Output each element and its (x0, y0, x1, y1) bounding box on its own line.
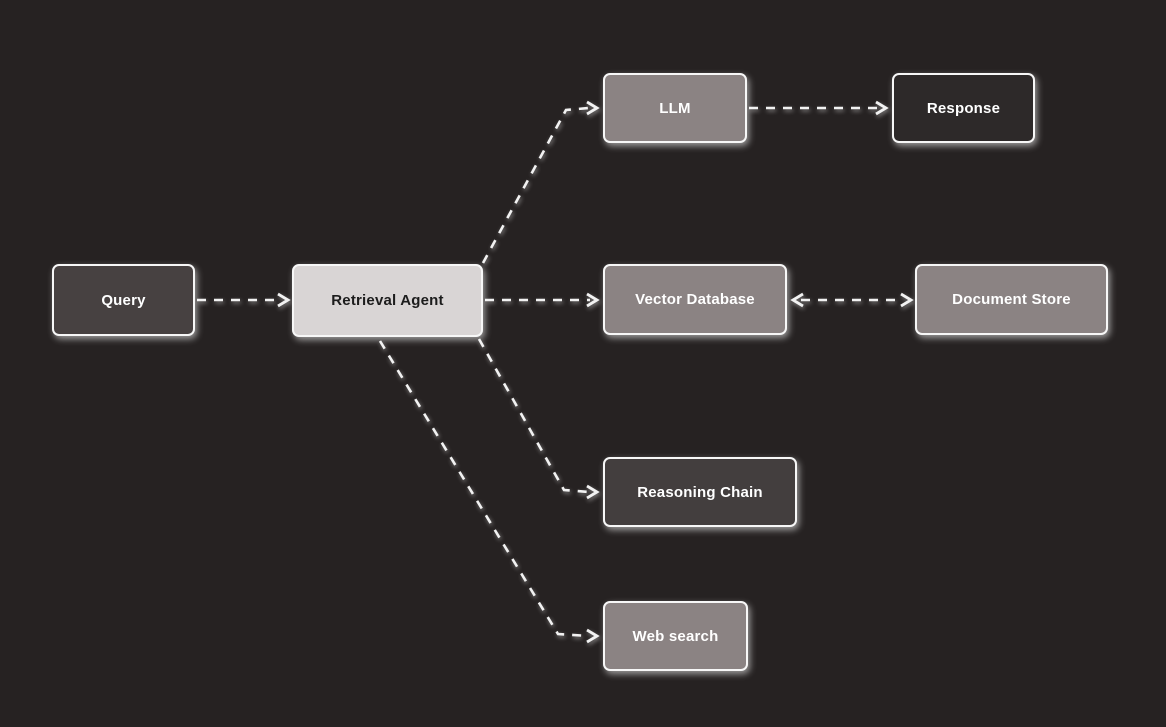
node-retrieval-agent[interactable]: Retrieval Agent (292, 264, 483, 337)
arrowhead-icon (900, 292, 914, 308)
node-retrieval-agent-label: Retrieval Agent (331, 292, 444, 309)
node-vector-database[interactable]: Vector Database (603, 264, 787, 335)
arrowhead-icon (586, 484, 600, 500)
arrowhead-icon (790, 292, 804, 308)
node-document-store[interactable]: Document Store (915, 264, 1108, 335)
arrowhead-icon (586, 292, 600, 308)
edge-retrieval-agent-to-llm (481, 100, 600, 264)
node-llm-label: LLM (659, 99, 691, 117)
node-response-label: Response (926, 99, 1001, 117)
edge-retrieval-agent-to-reasoning-chain (477, 338, 600, 500)
node-document-store-label: Document Store (952, 291, 1071, 308)
node-web-search[interactable]: Web search (603, 601, 748, 671)
node-response[interactable]: Response (892, 73, 1035, 143)
edge-dashed-line (481, 106, 590, 264)
arrowhead-icon (586, 628, 600, 644)
edge-retrieval-agent-to-vector-database (485, 292, 600, 308)
node-reasoning-chain-label: Reasoning Chain (637, 483, 763, 501)
node-query-label: Query (101, 291, 146, 309)
node-web-search-label: Web search (632, 627, 719, 645)
edge-vector-database-document-store (790, 292, 914, 308)
arrowhead-icon (875, 100, 889, 116)
node-reasoning-chain[interactable]: Reasoning Chain (603, 457, 797, 527)
edge-dashed-line (378, 340, 590, 638)
edge-llm-to-response (749, 100, 889, 116)
arrowhead-icon (586, 100, 600, 116)
edge-dashed-line (477, 338, 590, 494)
edge-query-to-retrieval-agent (197, 292, 291, 308)
arrowhead-icon (277, 292, 291, 308)
node-llm[interactable]: LLM (603, 73, 747, 143)
edge-retrieval-agent-to-web-search (378, 340, 600, 644)
node-query[interactable]: Query (52, 264, 195, 336)
node-vector-database-label: Vector Database (635, 291, 755, 308)
